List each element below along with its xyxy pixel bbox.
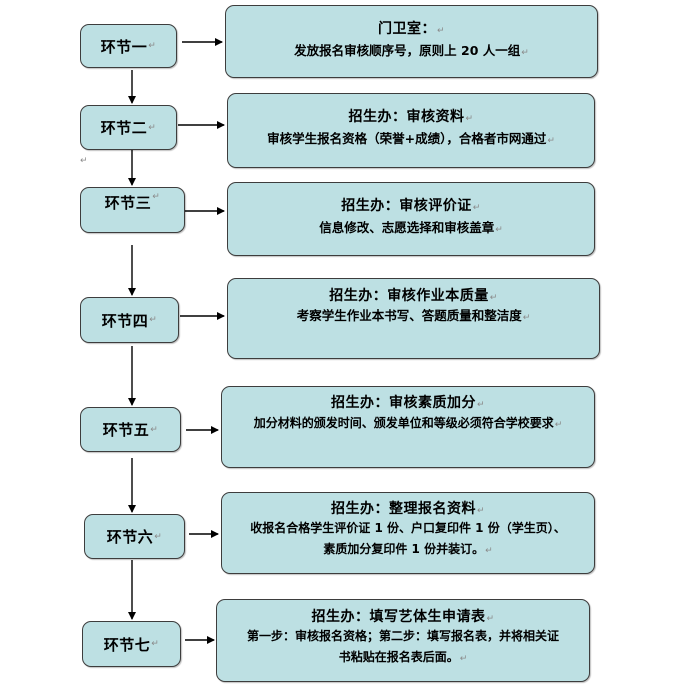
step-5-label: 环节五	[102, 421, 150, 439]
paragraph-mark: ↵	[148, 122, 157, 133]
detail-2-box: 招生办：审核资料↵ 审核学生报名资格（荣誉+成绩），合格者市网通过↵	[227, 93, 595, 168]
step-1-box: 环节一↵	[80, 24, 177, 68]
step-2-box: 环节二↵	[80, 105, 177, 150]
step-2-label: 环节二	[100, 119, 148, 137]
step-6-label: 环节六	[106, 528, 154, 546]
detail-3-box: 招生办：审核评价证↵ 信息修改、志愿选择和审核盖章↵	[227, 182, 595, 256]
step-7-box: 环节七↵	[82, 621, 181, 667]
detail-6-title: 招生办：整理报名资料	[330, 501, 476, 517]
paragraph-mark: ↵	[148, 41, 157, 51]
detail-4-box: 招生办：审核作业本质量↵ 考察学生作业本书写、答题质量和整洁度↵	[227, 278, 600, 359]
paragraph-mark: ↵	[465, 114, 474, 124]
detail-2-title: 招生办：审核资料	[348, 109, 465, 125]
detail-3-text: 信息修改、志愿选择和审核盖章	[319, 220, 495, 235]
detail-6-text-line-2: 素质加分复印件 1 份并装订。	[323, 542, 485, 556]
step-5-box: 环节五↵	[80, 407, 181, 452]
step-4-label: 环节四	[101, 311, 149, 330]
step-1-label: 环节一	[100, 37, 148, 56]
detail-7-title: 招生办：填写艺体生申请表	[311, 609, 486, 625]
detail-6-box: 招生办：整理报名资料↵ 收报名合格学生评价证 1 份、户口复印件 1 份（学生页…	[221, 492, 595, 574]
step-3-label: 环节三	[104, 194, 152, 212]
step-4-box: 环节四↵	[80, 297, 179, 343]
step-6-box: 环节六↵	[84, 514, 185, 559]
paragraph-mark: ↵	[476, 506, 486, 516]
paragraph-mark: ↵	[495, 225, 503, 235]
paragraph-mark: ↵	[151, 639, 160, 649]
detail-5-box: 招生办：审核素质加分↵ 加分材料的颁发时间、颁发单位和等级必须符合学校要求↵	[221, 386, 595, 468]
paragraph-mark: ↵	[476, 400, 486, 410]
paragraph-mark: ↵	[547, 136, 555, 146]
detail-7-text-line-2: 书粘贴在报名表后面。	[338, 650, 459, 664]
paragraph-mark: ↵	[472, 203, 481, 213]
detail-6-text-line-1: 收报名合格学生评价证 1 份、户口复印件 1 份（学生页）、	[250, 521, 566, 535]
detail-4-text: 考察学生作业本书写、答题质量和整洁度	[296, 308, 522, 323]
paragraph-mark: ↵	[80, 156, 88, 166]
detail-1-box: 门卫室：↵ 发放报名审核顺序号，原则上 20 人一组↵	[225, 5, 598, 78]
detail-1-title: 门卫室：	[377, 21, 436, 37]
paragraph-mark: ↵	[521, 48, 529, 58]
detail-2-text: 审核学生报名资格（荣誉+成绩），合格者市网通过	[267, 131, 547, 146]
paragraph-mark: ↵	[154, 531, 163, 542]
detail-7-box: 招生办：填写艺体生申请表↵ 第一步：审核报名资格；第二步：填写报名表，并将相关证…	[216, 599, 590, 682]
detail-4-title: 招生办：审核作业本质量	[329, 288, 489, 304]
paragraph-mark: ↵	[149, 315, 158, 325]
paragraph-mark: ↵	[152, 192, 161, 202]
paragraph-mark: ↵	[486, 614, 495, 624]
paragraph-mark: ↵	[554, 420, 563, 430]
paragraph-mark: ↵	[522, 313, 531, 323]
paragraph-mark: ↵	[489, 293, 498, 303]
detail-3-title: 招生办：审核评价证	[341, 198, 472, 214]
detail-5-text: 加分材料的颁发时间、颁发单位和等级必须符合学校要求	[253, 416, 554, 430]
step-3-box: 环节三↵	[80, 187, 185, 233]
paragraph-mark: ↵	[459, 654, 468, 664]
paragraph-mark: ↵	[150, 424, 159, 435]
detail-1-text: 发放报名审核顺序号，原则上 20 人一组	[294, 43, 521, 58]
step-7-label: 环节七	[103, 635, 151, 654]
detail-5-title: 招生办：审核素质加分	[330, 395, 476, 411]
paragraph-mark: ↵	[436, 26, 446, 36]
paragraph-mark: ↵	[485, 546, 493, 556]
detail-7-text-line-1: 第一步：审核报名资格；第二步：填写报名表，并将相关证	[246, 629, 559, 643]
